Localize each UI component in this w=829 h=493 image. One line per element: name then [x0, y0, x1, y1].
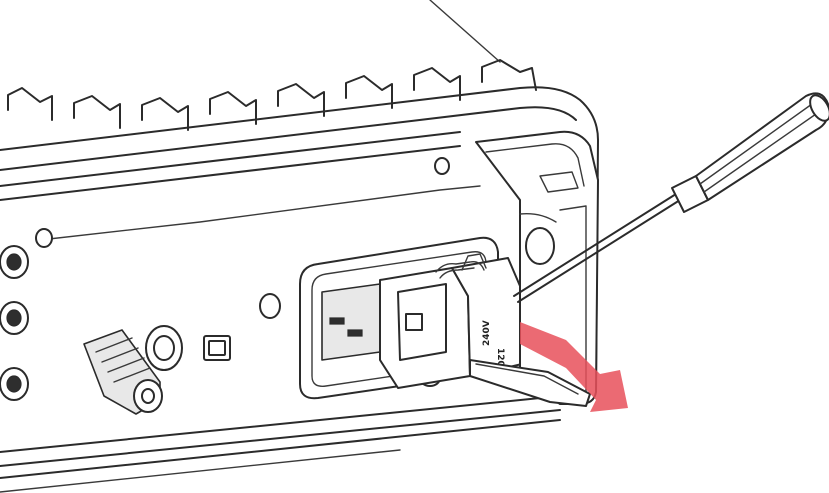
arrow-icon [520, 322, 628, 412]
usb-port [203, 335, 231, 361]
voltage-label-240v: 240V [482, 320, 492, 346]
screwdriver-icon [513, 92, 829, 303]
input-jacks [0, 245, 29, 401]
voltage-label-120v: 120V [495, 348, 505, 374]
fuse-holder: 240V 120V [379, 253, 523, 389]
cooling-fins [7, 59, 537, 131]
panel-screws [35, 157, 450, 319]
bnc-connector [83, 325, 183, 415]
latch-arm [469, 359, 591, 407]
cord-line [429, 0, 501, 63]
